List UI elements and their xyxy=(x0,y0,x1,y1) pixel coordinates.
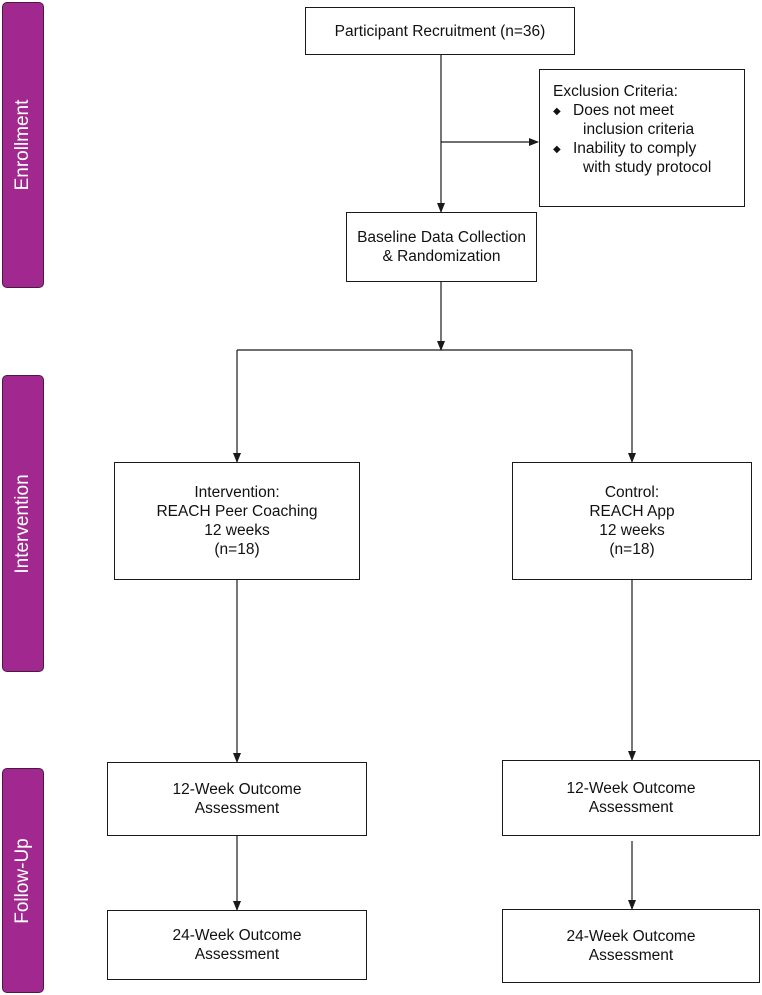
phase-intervention: Intervention xyxy=(2,375,44,672)
baseline-box: Baseline Data Collection & Randomization xyxy=(346,212,537,282)
baseline-line2: & Randomization xyxy=(382,248,501,265)
intervention-24wk-line1: 24-Week Outcome xyxy=(172,927,302,944)
intervention-line4: (n=18) xyxy=(214,541,260,558)
control-line2: REACH App xyxy=(589,503,675,520)
control-line1: Control: xyxy=(604,484,660,501)
control-12wk-line2: Assessment xyxy=(588,799,674,816)
control-line4: (n=18) xyxy=(609,541,655,558)
intervention-line1: Intervention: xyxy=(194,484,280,501)
exclusion-item-line1: Does not meet xyxy=(573,102,674,119)
exclusion-title: Exclusion Criteria: xyxy=(553,83,678,100)
intervention-12wk-line1: 12-Week Outcome xyxy=(172,781,302,798)
phase-followup: Follow-Up xyxy=(2,768,44,993)
intervention-12wk-box: 12-Week Outcome Assessment xyxy=(107,762,367,836)
diamond-bullet-icon: ◆ xyxy=(553,106,561,117)
control-24wk-line2: Assessment xyxy=(588,947,674,964)
control-line3: 12 weeks xyxy=(599,522,665,539)
control-arm-box: Control: REACH App 12 weeks (n=18) xyxy=(512,462,752,580)
control-12wk-box: 12-Week Outcome Assessment xyxy=(502,760,760,836)
exclusion-item: ◆ Does not meet inclusion criteria xyxy=(553,101,744,139)
control-24wk-line1: 24-Week Outcome xyxy=(566,928,696,945)
exclusion-criteria-box: Exclusion Criteria: ◆ Does not meet incl… xyxy=(539,69,745,207)
control-12wk-line1: 12-Week Outcome xyxy=(566,780,696,797)
intervention-arm-box: Intervention: REACH Peer Coaching 12 wee… xyxy=(114,462,360,580)
intervention-line2: REACH Peer Coaching xyxy=(156,503,318,520)
exclusion-item: ◆ Inability to comply with study protoco… xyxy=(553,139,744,177)
intervention-line3: 12 weeks xyxy=(204,522,270,539)
recruitment-text: Participant Recruitment (n=36) xyxy=(334,22,546,40)
phase-enrollment: Enrollment xyxy=(2,2,44,288)
baseline-line1: Baseline Data Collection xyxy=(357,229,526,246)
recruitment-box: Participant Recruitment (n=36) xyxy=(305,7,575,55)
intervention-24wk-line2: Assessment xyxy=(194,946,280,963)
intervention-12wk-line2: Assessment xyxy=(194,800,280,817)
diamond-bullet-icon: ◆ xyxy=(553,144,561,155)
intervention-24wk-box: 24-Week Outcome Assessment xyxy=(107,910,367,980)
control-24wk-box: 24-Week Outcome Assessment xyxy=(502,909,760,983)
exclusion-item-line1: Inability to comply xyxy=(573,140,697,157)
exclusion-item-line2: with study protocol xyxy=(583,159,712,176)
exclusion-item-line2: inclusion criteria xyxy=(583,121,695,138)
